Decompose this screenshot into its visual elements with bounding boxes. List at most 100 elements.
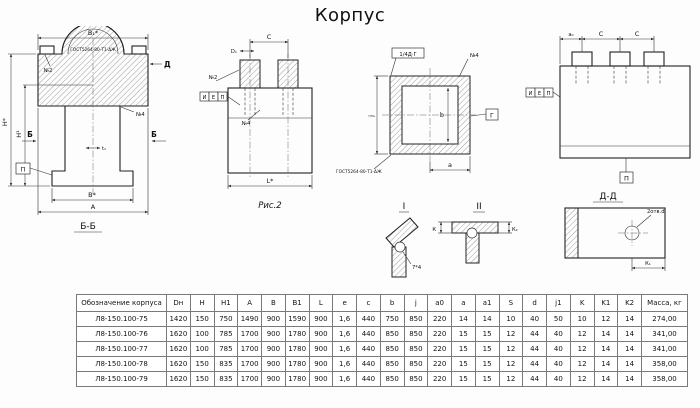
flag-p-label: П	[624, 175, 629, 183]
table-cell: 12	[569, 326, 595, 342]
column-header: L	[308, 294, 334, 312]
table-cell: 14	[593, 326, 619, 342]
table-cell: 1490	[237, 311, 262, 327]
table-cell: 1780	[284, 341, 310, 357]
table-cell: 1,6	[332, 341, 357, 357]
column-header: b	[379, 294, 405, 312]
column-header: j	[403, 294, 429, 312]
table-cell: 900	[261, 356, 286, 372]
body-outline	[559, 65, 691, 159]
table-cell: 1620	[166, 356, 191, 372]
detail-caption: I	[403, 202, 406, 212]
table-cell: 44	[522, 326, 547, 342]
flag-box	[543, 87, 554, 98]
table-cell: 100	[189, 341, 215, 357]
position-label-n4: №4	[136, 112, 145, 118]
tab	[571, 51, 593, 67]
flag-i-label: И	[529, 91, 533, 97]
table-cell: 12	[569, 341, 595, 357]
column-header: K1	[593, 294, 619, 312]
corner-flag-box	[391, 47, 425, 59]
table-cell: 15	[474, 371, 500, 387]
dim-label-h: H*	[1, 117, 9, 126]
dim-label-d1: D₁	[231, 49, 237, 55]
position-label-n2: №2	[209, 75, 218, 81]
table-cell: Л8-150.100-76	[76, 326, 167, 342]
column-header: e	[332, 294, 357, 312]
table-cell: 14	[474, 311, 500, 327]
leader-line	[29, 167, 53, 176]
table-cell: 12	[569, 356, 595, 372]
dim-label-a: a	[448, 161, 452, 169]
tab	[609, 51, 631, 67]
table-cell: 100	[189, 326, 215, 342]
section-caption: Д-Д	[599, 192, 616, 202]
table-cell: 14	[451, 311, 476, 327]
table-cell: 900	[308, 326, 334, 342]
table-cell: 341,00	[641, 341, 688, 357]
table-cell: 1,6	[332, 356, 357, 372]
table-cell: 14	[617, 326, 642, 342]
table-cell: 850	[379, 356, 405, 372]
table-cell: 358,00	[641, 356, 688, 372]
table-cell: 44	[522, 356, 547, 372]
table-cell: 1420	[166, 311, 191, 327]
table-cell: 150	[189, 311, 215, 327]
table-cell: 440	[356, 341, 381, 357]
table-cell: 900	[308, 371, 334, 387]
lug-left	[39, 45, 55, 55]
leader-line	[373, 154, 392, 170]
table-cell: 1,6	[332, 371, 357, 387]
table-cell: 1780	[284, 326, 310, 342]
leader-line	[215, 69, 240, 82]
table-cell: 15	[451, 371, 476, 387]
table-cell: 44	[522, 371, 547, 387]
table-cell: 785	[213, 326, 239, 342]
view-side: C D₁ №2 И Е П №4 L* Рис.2	[199, 33, 313, 211]
dim-label-l: L*	[267, 177, 275, 185]
table-cell: Л8-150.100-78	[76, 356, 167, 372]
flag-p-box	[15, 162, 31, 175]
dim-label-c1: C	[599, 30, 604, 38]
dim-label-c2: C	[635, 30, 640, 38]
table-cell: 12	[569, 371, 595, 387]
edge-hatch	[564, 207, 579, 259]
dim-label-bstar: B*	[88, 191, 96, 199]
flag-p-small-label: П	[547, 91, 551, 97]
tab	[643, 51, 665, 67]
column-header: a	[451, 294, 476, 312]
table-cell: 850	[403, 326, 429, 342]
table-cell: 1700	[237, 371, 262, 387]
table-cell: 12	[498, 371, 524, 387]
table-cell: Л8-150.100-75	[76, 311, 167, 327]
column-header: A	[237, 294, 262, 312]
section-dd: Д-Д 2отв.d К₁	[564, 192, 666, 271]
table-cell: 15	[451, 356, 476, 372]
holes-note: 2отв.d	[647, 209, 665, 215]
leader-line	[470, 113, 487, 117]
leader-line	[458, 58, 469, 78]
table-cell: 40	[546, 326, 571, 342]
table-cell: 14	[593, 371, 619, 387]
column-header: Обозначение корпуса	[76, 294, 167, 312]
table-cell: 40	[522, 311, 547, 327]
leader-line	[120, 106, 135, 113]
table-cell: 341,00	[641, 326, 688, 342]
flag-box	[217, 91, 228, 102]
detail-ii: II К₂ К	[432, 202, 518, 264]
column-header: Dн	[166, 294, 191, 312]
column-header: B	[261, 294, 286, 312]
tube-wall-hatch	[389, 75, 471, 155]
leader-line	[390, 57, 397, 76]
table-cell: 150	[189, 371, 215, 387]
table-cell: 1,6	[332, 326, 357, 342]
detail-caption: II	[476, 202, 481, 212]
table-cell: 50	[546, 311, 571, 327]
table-cell: 850	[403, 311, 429, 327]
table-cell: 900	[308, 356, 334, 372]
table-cell: 900	[308, 341, 334, 357]
weld-note: ГОСТ5264-80-Т1-ΔЖ	[70, 47, 116, 53]
